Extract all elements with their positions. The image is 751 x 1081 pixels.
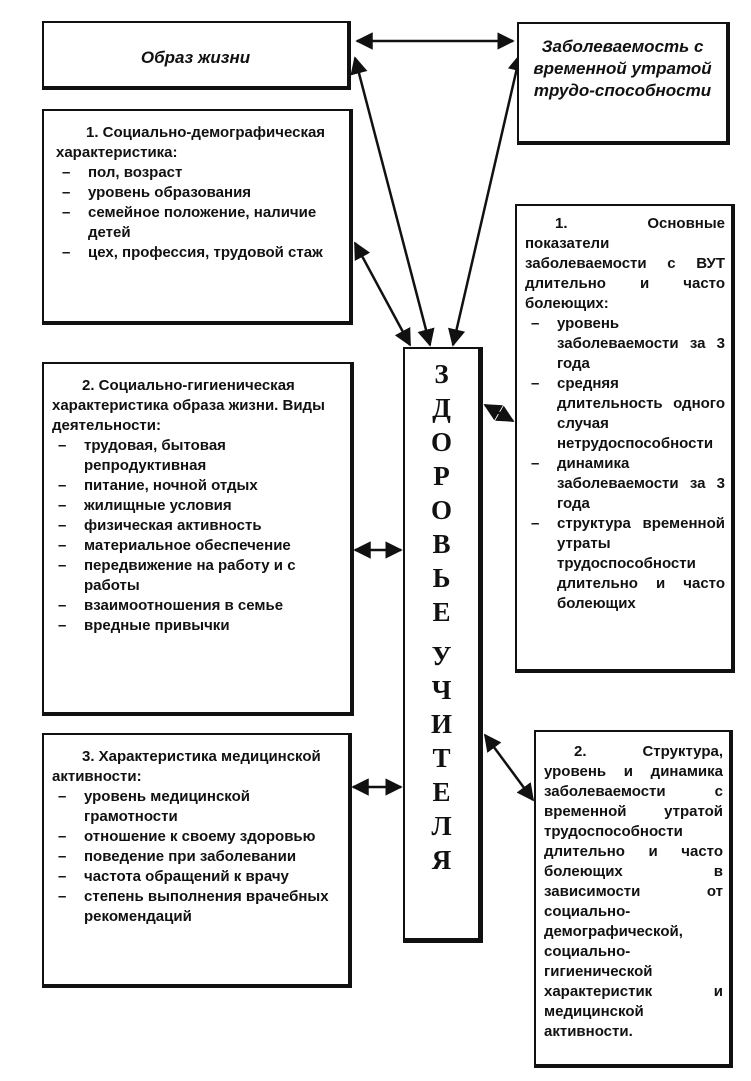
list-item: уровень медицинской грамотности	[52, 787, 340, 827]
letter: Я	[431, 845, 452, 875]
letter: О	[430, 495, 452, 525]
lifestyle-title: Образ жизни	[140, 48, 251, 67]
list-item: вредные привычки	[52, 616, 340, 636]
sochyg-list: трудовая, бытовая репродуктивная питание…	[52, 436, 340, 636]
morbidity-box: Заболеваемость с временной утратой трудо…	[517, 22, 730, 145]
list-item: средняя длительность одного случая нетру…	[525, 374, 725, 454]
list-item: структура временной утраты трудоспособно…	[525, 514, 725, 614]
list-item: поведение при заболевании	[52, 847, 340, 867]
indicators-list: уровень заболеваемости за 3 года средняя…	[525, 314, 725, 614]
letter: Л	[431, 811, 452, 841]
letter: З	[434, 359, 449, 389]
letter: Р	[433, 461, 450, 491]
list-item: физическая активность	[52, 516, 340, 536]
list-item: динамика заболеваемости за 3 года	[525, 454, 725, 514]
letter: Д	[432, 393, 451, 423]
letter: О	[430, 427, 452, 457]
socdemo-box: 1. Социально-демографическая характерист…	[42, 109, 353, 325]
sochyg-intro: 2. Социально-гигиеническая характеристик…	[52, 377, 325, 434]
letter: Ч	[431, 675, 452, 705]
letter: И	[430, 709, 452, 739]
sochyg-box: 2. Социально-гигиеническая характеристик…	[42, 362, 354, 716]
list-item: питание, ночной отдых	[52, 476, 340, 496]
medact-box: 3. Характеристика медицинской активности…	[42, 733, 352, 988]
list-item: взаимоотношения в семье	[52, 596, 340, 616]
indicators-box: 1. Основные показатели заболеваемости с …	[515, 204, 735, 673]
list-item: частота обращений к врачу	[52, 867, 340, 887]
teacher-health-column: З Д О Р О В Ь Е У Ч И Т Е Л Я	[403, 347, 483, 943]
word-teacher: У Ч И Т Е Л Я	[405, 639, 478, 877]
list-item: жилищные условия	[52, 496, 340, 516]
letter: У	[431, 641, 452, 671]
structure-text: 2. Структура, уровень и динамика заболев…	[544, 743, 723, 1040]
list-item: передвижение на работу и с работы	[52, 556, 340, 596]
letter: Ь	[432, 563, 451, 593]
arrow-socdemo-health	[353, 241, 412, 347]
list-item: отношение к своему здоровью	[52, 827, 340, 847]
arrow-morbidity-health	[448, 53, 525, 347]
morbidity-title: Заболеваемость с временной утратой трудо…	[533, 37, 712, 100]
list-item: пол, возраст	[56, 163, 337, 183]
list-item: семейное положение, наличие детей	[56, 203, 337, 243]
indicators-intro: 1. Основные показатели заболеваемости с …	[525, 215, 725, 312]
letter: В	[432, 529, 451, 559]
socdemo-intro: 1. Социально-демографическая характерист…	[56, 124, 326, 161]
word-health: З Д О Р О В Ь Е	[405, 357, 478, 629]
lifestyle-box: Образ жизни	[42, 21, 351, 90]
structure-box: 2. Структура, уровень и динамика заболев…	[534, 730, 733, 1068]
list-item: уровень заболеваемости за 3 года	[525, 314, 725, 374]
list-item: уровень образования	[56, 183, 337, 203]
list-item: цех, профессия, трудовой стаж	[56, 243, 337, 263]
list-item: материальное обеспечение	[52, 536, 340, 556]
list-item: трудовая, бытовая репродуктивная	[52, 436, 340, 476]
arrow-lifestyle-health	[350, 56, 435, 347]
letter: Е	[432, 597, 451, 627]
arrow-structure-health	[483, 733, 535, 802]
medact-list: уровень медицинской грамотности отношени…	[52, 787, 340, 927]
letter: Т	[432, 743, 451, 773]
arrow-indicators-health	[483, 403, 515, 423]
medact-intro: 3. Характеристика медицинской активности…	[52, 748, 321, 785]
socdemo-list: пол, возраст уровень образования семейно…	[56, 163, 337, 263]
letter: Е	[432, 777, 451, 807]
list-item: степень выполнения врачебных рекомендаци…	[52, 887, 340, 927]
